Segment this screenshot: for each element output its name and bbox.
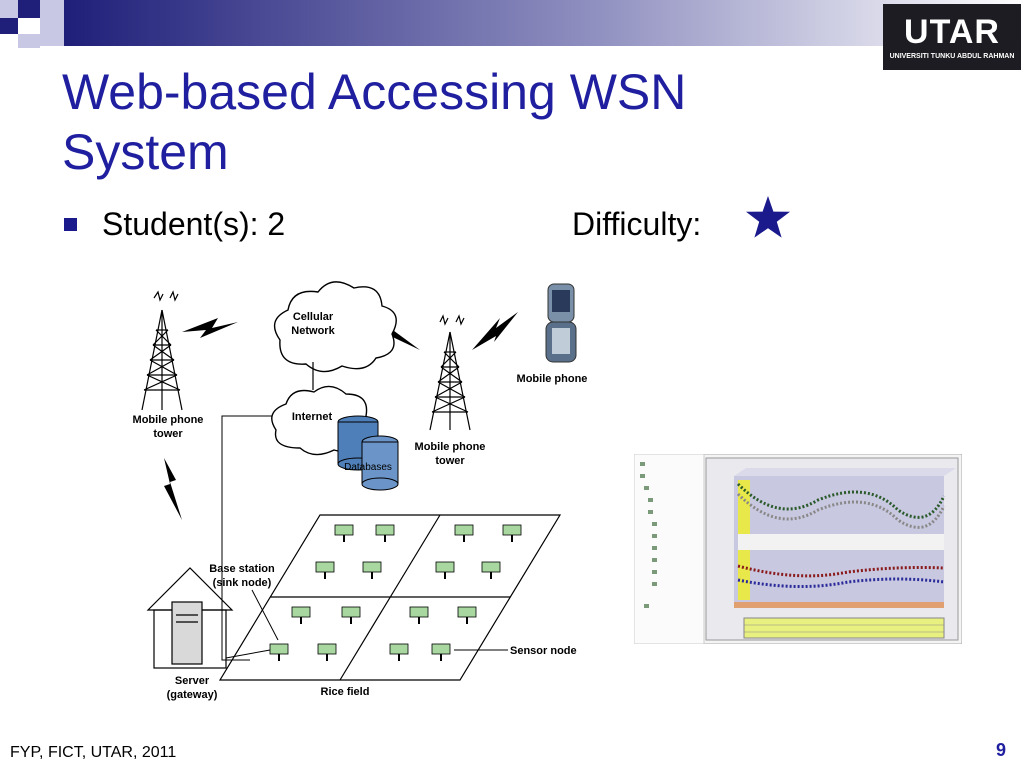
slide-title: Web-based Accessing WSN System	[62, 62, 842, 182]
cellular-network-cloud-icon	[273, 281, 397, 373]
database-icon	[337, 415, 399, 491]
wsn-network-diagram: Mobile phone tower Cellular Network Inte…	[133, 281, 588, 701]
tower-right-label-2: tower	[435, 455, 465, 467]
mobile-phone-label: Mobile phone	[517, 373, 588, 385]
bullet-square-icon	[64, 218, 77, 231]
server-icon	[146, 567, 234, 669]
monitoring-software-screenshot	[634, 454, 962, 644]
server-label-2: (gateway)	[167, 689, 218, 701]
databases-label: Databases	[344, 462, 392, 473]
sensor-nodes	[269, 524, 522, 655]
base-station-label-1: Base station	[209, 563, 275, 575]
tower-right-icon	[429, 314, 471, 431]
title-line-2: System	[62, 124, 229, 180]
rice-field-label: Rice field	[321, 686, 370, 698]
footer-text: FYP, FICT, UTAR, 2011	[10, 744, 177, 761]
difficulty-star-icon	[746, 196, 790, 238]
title-line-1: Web-based Accessing WSN	[62, 64, 687, 120]
rice-field-grid	[218, 514, 562, 681]
server-label-1: Server	[175, 675, 210, 687]
difficulty-label: Difficulty:	[572, 206, 702, 242]
sensor-node-label: Sensor node	[510, 645, 577, 657]
bullet-row: Student(s): 2 Difficulty:	[64, 202, 824, 246]
tower-left-label-1: Mobile phone	[133, 414, 204, 426]
tower-left-label-2: tower	[153, 428, 183, 440]
internet-label: Internet	[292, 411, 333, 423]
logo-text: UTAR	[904, 13, 1000, 51]
mobile-phone-icon	[545, 283, 577, 363]
top-decoration	[0, 0, 1024, 48]
logo-subtitle: UNIVERSITI TUNKU ABDUL RAHMAN	[889, 53, 1015, 60]
base-station-label-2: (sink node)	[213, 577, 272, 589]
cellular-label-1: Cellular	[293, 311, 334, 323]
utar-logo: UTAR UNIVERSITI TUNKU ABDUL RAHMAN	[883, 4, 1021, 70]
cellular-label-2: Network	[291, 325, 335, 337]
students-label: Student(s): 2	[102, 206, 286, 242]
tower-right-label-1: Mobile phone	[415, 441, 486, 453]
page-number: 9	[996, 740, 1007, 760]
tower-left-icon	[141, 290, 183, 411]
